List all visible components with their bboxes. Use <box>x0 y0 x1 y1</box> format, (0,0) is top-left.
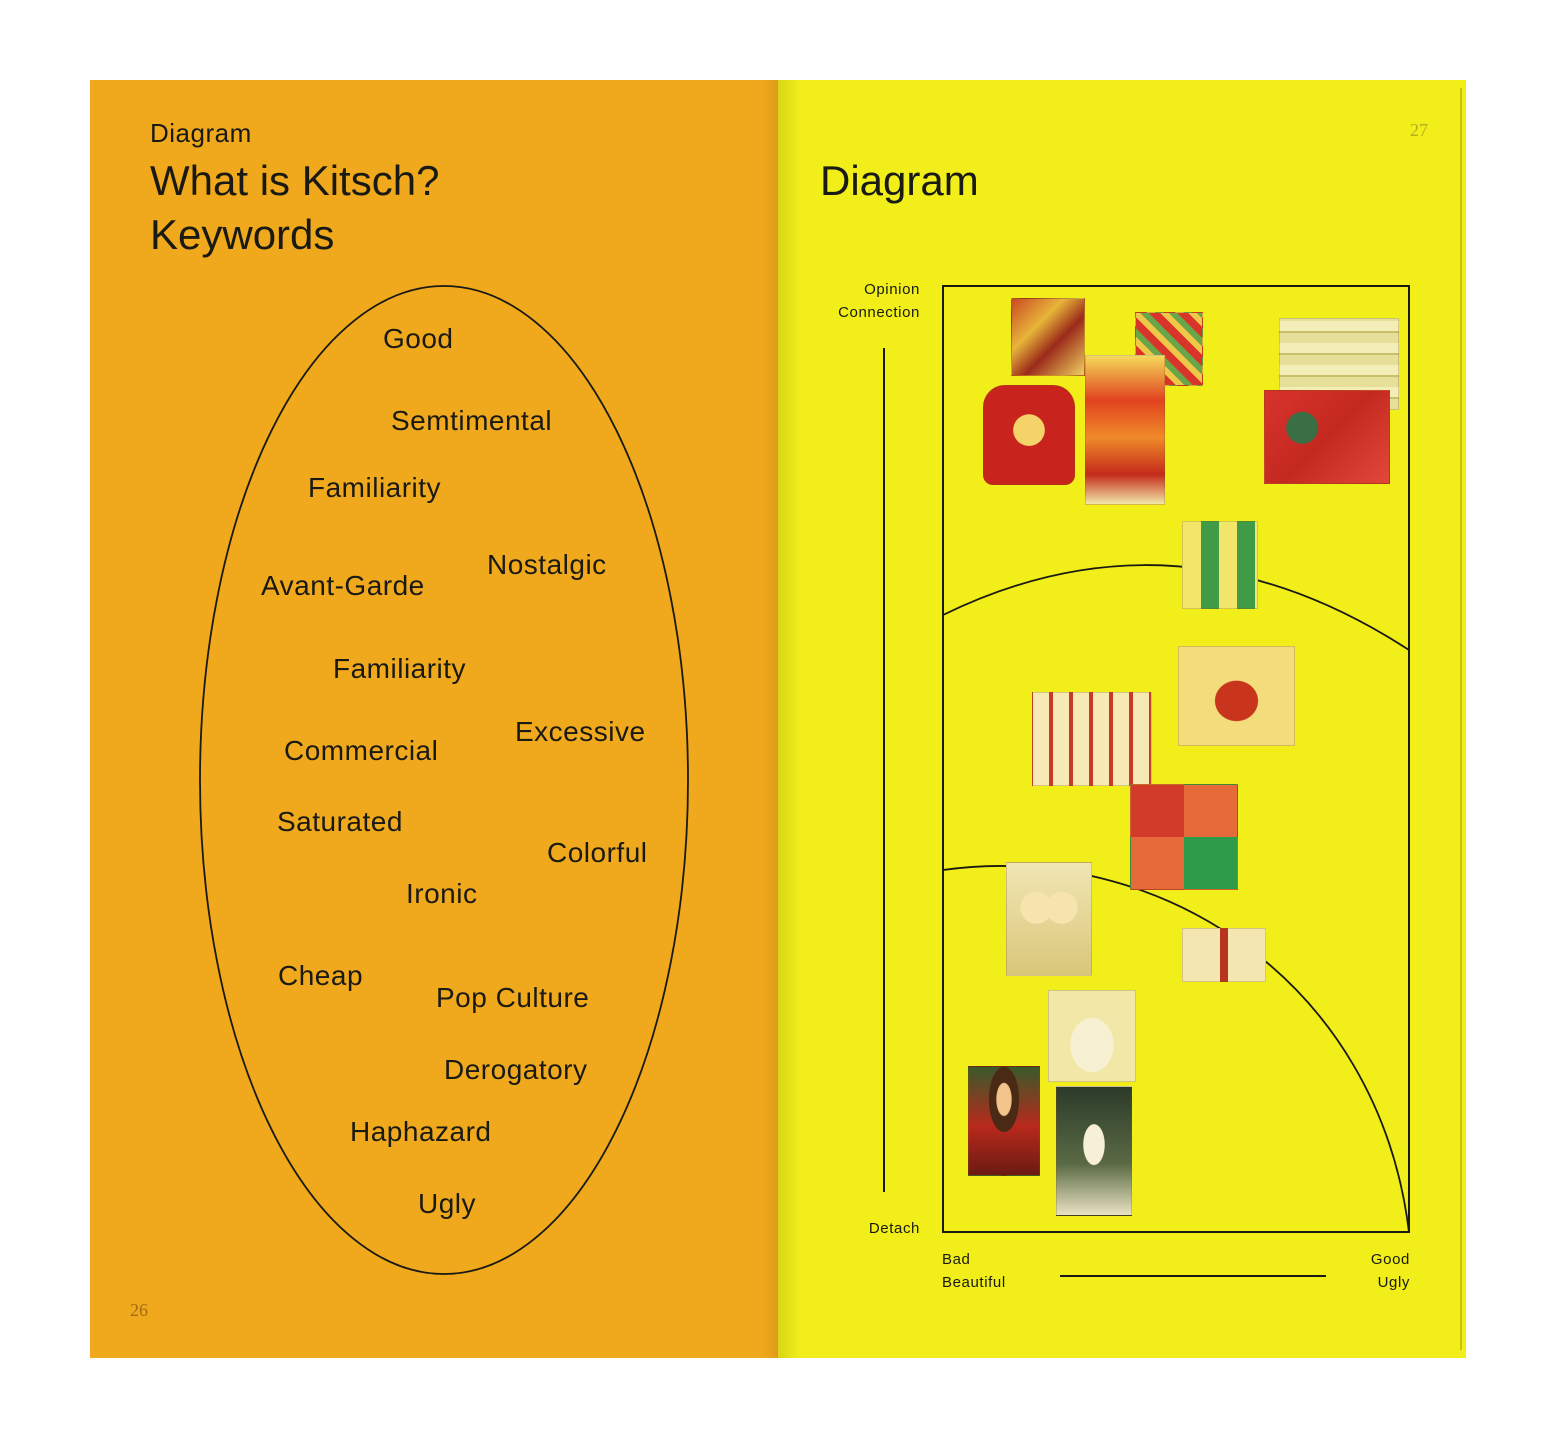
keyword-avant-garde: Avant-Garde <box>261 570 425 601</box>
y-axis-top-label: Opinion Connection <box>836 278 920 324</box>
keyword-derogatory: Derogatory <box>444 1054 588 1085</box>
keyword-saturated: Saturated <box>277 806 403 837</box>
keyword-haphazard: Haphazard <box>350 1116 492 1147</box>
keyword-cheap: Cheap <box>278 960 364 991</box>
keyword-ellipse <box>199 285 689 1275</box>
soup-cans-grid-image <box>1032 692 1152 786</box>
x-axis-left-line2: Beautiful <box>942 1274 1006 1291</box>
page-title: Diagram <box>820 157 979 204</box>
y-axis-top-line1: Opinion <box>864 281 920 298</box>
open-book-image <box>1182 928 1266 982</box>
left-kicker: Diagram <box>150 118 252 148</box>
balloon-dog-image <box>1178 646 1295 746</box>
keyword-familiarity-2: Familiarity <box>333 653 467 684</box>
x-axis-left-line1: Bad <box>942 1251 971 1268</box>
page-number-right: 27 <box>1410 120 1428 140</box>
page-number-left: 26 <box>130 1300 148 1320</box>
diagram-frame <box>942 285 1410 1233</box>
gutter-shadow <box>762 80 778 1358</box>
cartoon-backpack-image <box>983 385 1075 485</box>
right-page: Diagram 27 Opinion Connection Detach Bad… <box>778 80 1466 1358</box>
keyword-semtimental: Semtimental <box>391 405 553 436</box>
keyword-commercial: Commercial <box>284 735 439 766</box>
ballerina-figurine-image <box>1056 1086 1132 1216</box>
x-axis-right-line1: Good <box>1370 1251 1410 1268</box>
x-axis-right-label: Good Ugly <box>1338 1248 1410 1294</box>
chinese-poster-collage-image <box>1011 298 1085 376</box>
page-title-line-1: What is Kitsch? <box>150 157 440 204</box>
keyword-colorful: Colorful <box>547 837 648 868</box>
keyword-familiarity-1: Familiarity <box>308 472 442 503</box>
keyword-excessive: Excessive <box>515 716 646 747</box>
red-gold-poster-image <box>1085 355 1165 505</box>
teddy-bear-figurines-image <box>1006 862 1092 976</box>
marilyn-pop-grid-image <box>1130 784 1238 890</box>
page-edge <box>1460 88 1462 1350</box>
porcelain-couple-figurine-image <box>1048 990 1136 1082</box>
gutter-shadow <box>778 80 800 1358</box>
keyword-pop-culture: Pop Culture <box>436 982 590 1013</box>
keyword-ironic: Ironic <box>406 878 478 909</box>
upper-arc <box>942 564 1410 651</box>
religious-painting-image <box>968 1066 1040 1176</box>
keyword-good: Good <box>383 323 454 354</box>
y-axis-bottom-label: Detach <box>868 1220 920 1237</box>
y-axis-top-line2: Connection <box>838 304 920 321</box>
monkey-pattern-wrap-image <box>1182 521 1258 609</box>
left-page: Diagram What is Kitsch? Keywords Good Se… <box>90 80 778 1358</box>
keyword-ugly: Ugly <box>418 1188 477 1219</box>
keyword-nostalgic: Nostalgic <box>487 549 607 580</box>
page-title-line-2: Keywords <box>150 211 335 258</box>
x-axis-right-line2: Ugly <box>1377 1274 1410 1291</box>
colorful-room-image <box>1264 390 1390 484</box>
x-axis-left-label: Bad Beautiful <box>942 1248 1006 1294</box>
